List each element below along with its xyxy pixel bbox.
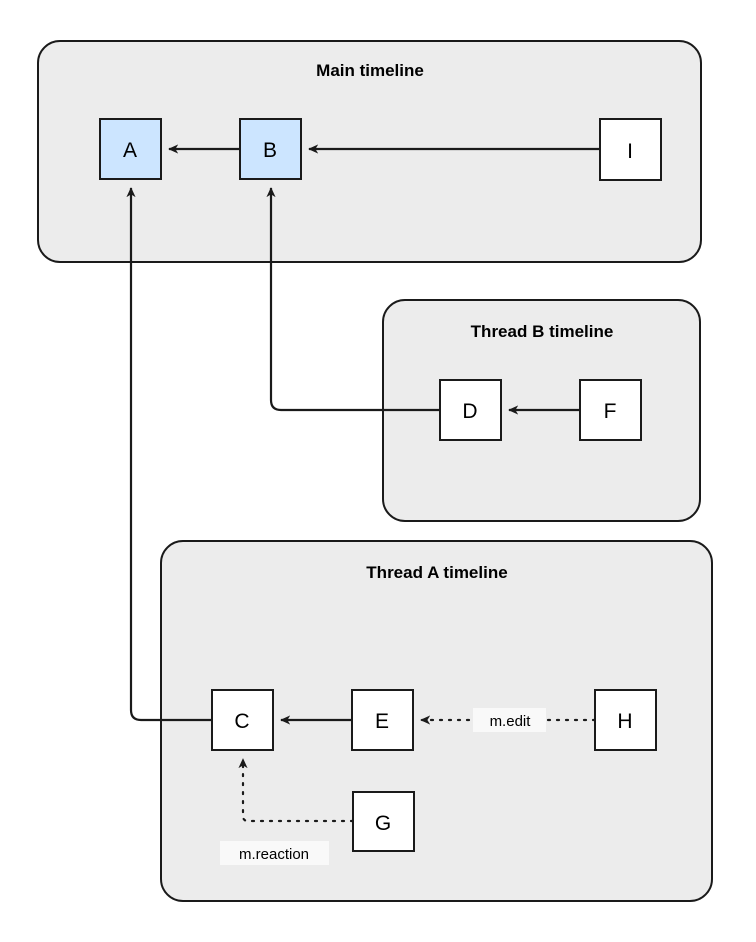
edge-label-m-reaction-bg (220, 841, 329, 865)
node-d[interactable]: D (439, 379, 502, 441)
node-b-label: B (263, 139, 277, 162)
node-d-label: D (462, 400, 477, 423)
group-main-timeline[interactable]: Main timeline (37, 40, 702, 263)
node-f[interactable]: F (579, 379, 642, 441)
group-main-timeline-box (37, 40, 702, 263)
node-h-box (594, 689, 657, 751)
node-d-box (439, 379, 502, 441)
node-g-label: G (375, 812, 391, 835)
edge-label-m-reaction-text: m.reaction (239, 846, 309, 863)
group-main-timeline-title: Main timeline (316, 61, 424, 80)
node-g-box (352, 791, 415, 852)
node-c[interactable]: C (211, 689, 274, 751)
node-h-label: H (617, 710, 632, 733)
edge-g-to-c (238, 757, 355, 823)
node-a-box (99, 118, 162, 180)
edge-label-m-edit: m.edit (473, 708, 546, 732)
node-c-label: C (234, 710, 249, 733)
node-i-label: I (627, 140, 633, 163)
node-f-label: F (604, 400, 617, 423)
node-i-box (599, 118, 662, 181)
edge-label-m-reaction: m.reaction (220, 841, 329, 865)
node-a-label: A (123, 139, 137, 162)
group-thread-b-timeline-title: Thread B timeline (471, 322, 614, 341)
edge-c-to-a (126, 187, 212, 722)
node-b-box (239, 118, 302, 180)
node-e-box (351, 689, 414, 751)
node-e-label: E (375, 710, 389, 733)
node-b[interactable]: B (239, 118, 302, 180)
node-a[interactable]: A (99, 118, 162, 180)
node-f-box (579, 379, 642, 441)
edge-label-m-edit-text: m.edit (490, 713, 532, 730)
edge-d-to-b (266, 187, 440, 412)
node-c-box (211, 689, 274, 751)
node-h[interactable]: H (594, 689, 657, 751)
node-e[interactable]: E (351, 689, 414, 751)
node-i[interactable]: I (599, 118, 662, 181)
group-thread-a-timeline-title: Thread A timeline (366, 563, 507, 582)
edge-label-m-edit-bg (473, 708, 546, 732)
node-g[interactable]: G (352, 791, 415, 852)
